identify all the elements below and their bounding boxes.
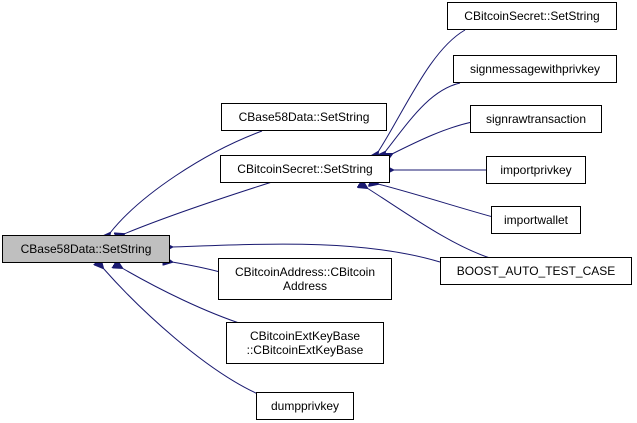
edge-root-base58 bbox=[110, 130, 263, 233]
edge-secret-signmessage bbox=[385, 82, 461, 152]
edge-root-secret bbox=[124, 181, 273, 234]
edge-secret-boost bbox=[367, 188, 491, 259]
node-cbase58data-setstring[interactable]: CBase58Data::SetString bbox=[221, 103, 387, 131]
node-root-cbase58data-setstring: CBase58Data::SetString bbox=[2, 235, 170, 263]
node-signmessagewithprivkey[interactable]: signmessagewithprivkey bbox=[453, 55, 617, 83]
edge-root-boost bbox=[172, 244, 441, 263]
node-boost-auto-test-case[interactable]: BOOST_AUTO_TEST_CASE bbox=[440, 257, 632, 285]
edge-secret-secrettop bbox=[378, 29, 466, 152]
node-importprivkey[interactable]: importprivkey bbox=[486, 156, 586, 184]
edge-secret-signraw bbox=[392, 121, 473, 154]
edge-root-dumpprivkey bbox=[103, 268, 259, 395]
node-cbitcoinextkeybase-ctor[interactable]: CBitcoinExtKeyBase ::CBitcoinExtKeyBase bbox=[226, 322, 384, 364]
node-cbitcoinaddress-ctor[interactable]: CBitcoinAddress::CBitcoin Address bbox=[218, 258, 392, 300]
node-cbitcoinsecret-setstring[interactable]: CBitcoinSecret::SetString bbox=[220, 155, 390, 183]
edge-secret-importwallet bbox=[378, 184, 494, 218]
edge-root-address bbox=[172, 262, 221, 273]
node-dumpprivkey[interactable]: dumpprivkey bbox=[256, 392, 354, 420]
node-signrawtransaction[interactable]: signrawtransaction bbox=[470, 105, 602, 133]
node-cbitcoinsecret-setstring-top[interactable]: CBitcoinSecret::SetString bbox=[447, 2, 617, 30]
node-importwallet[interactable]: importwallet bbox=[491, 206, 581, 234]
edge-root-extkey bbox=[122, 268, 246, 326]
